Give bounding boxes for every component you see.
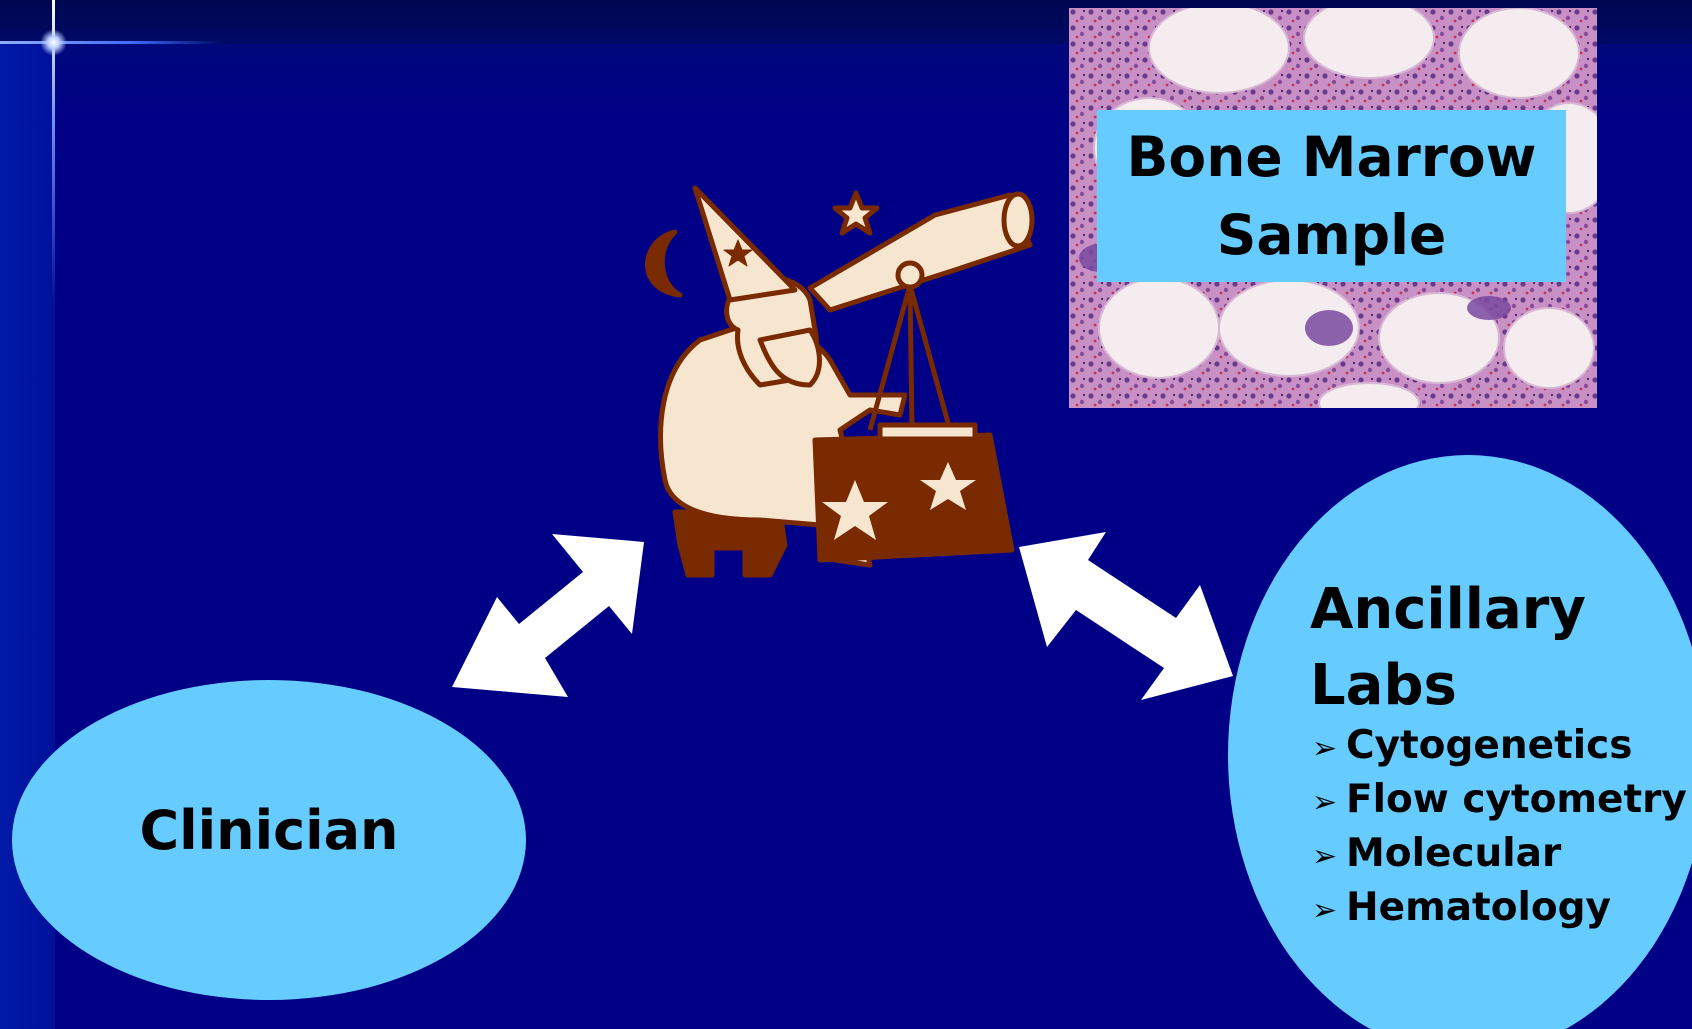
star-icon	[835, 193, 877, 233]
moon-icon	[648, 232, 681, 295]
book	[880, 425, 975, 439]
star-table	[815, 435, 1012, 560]
wizard-hat	[695, 188, 795, 300]
telescope-mount	[898, 263, 922, 287]
telescope-lens	[1004, 194, 1032, 246]
